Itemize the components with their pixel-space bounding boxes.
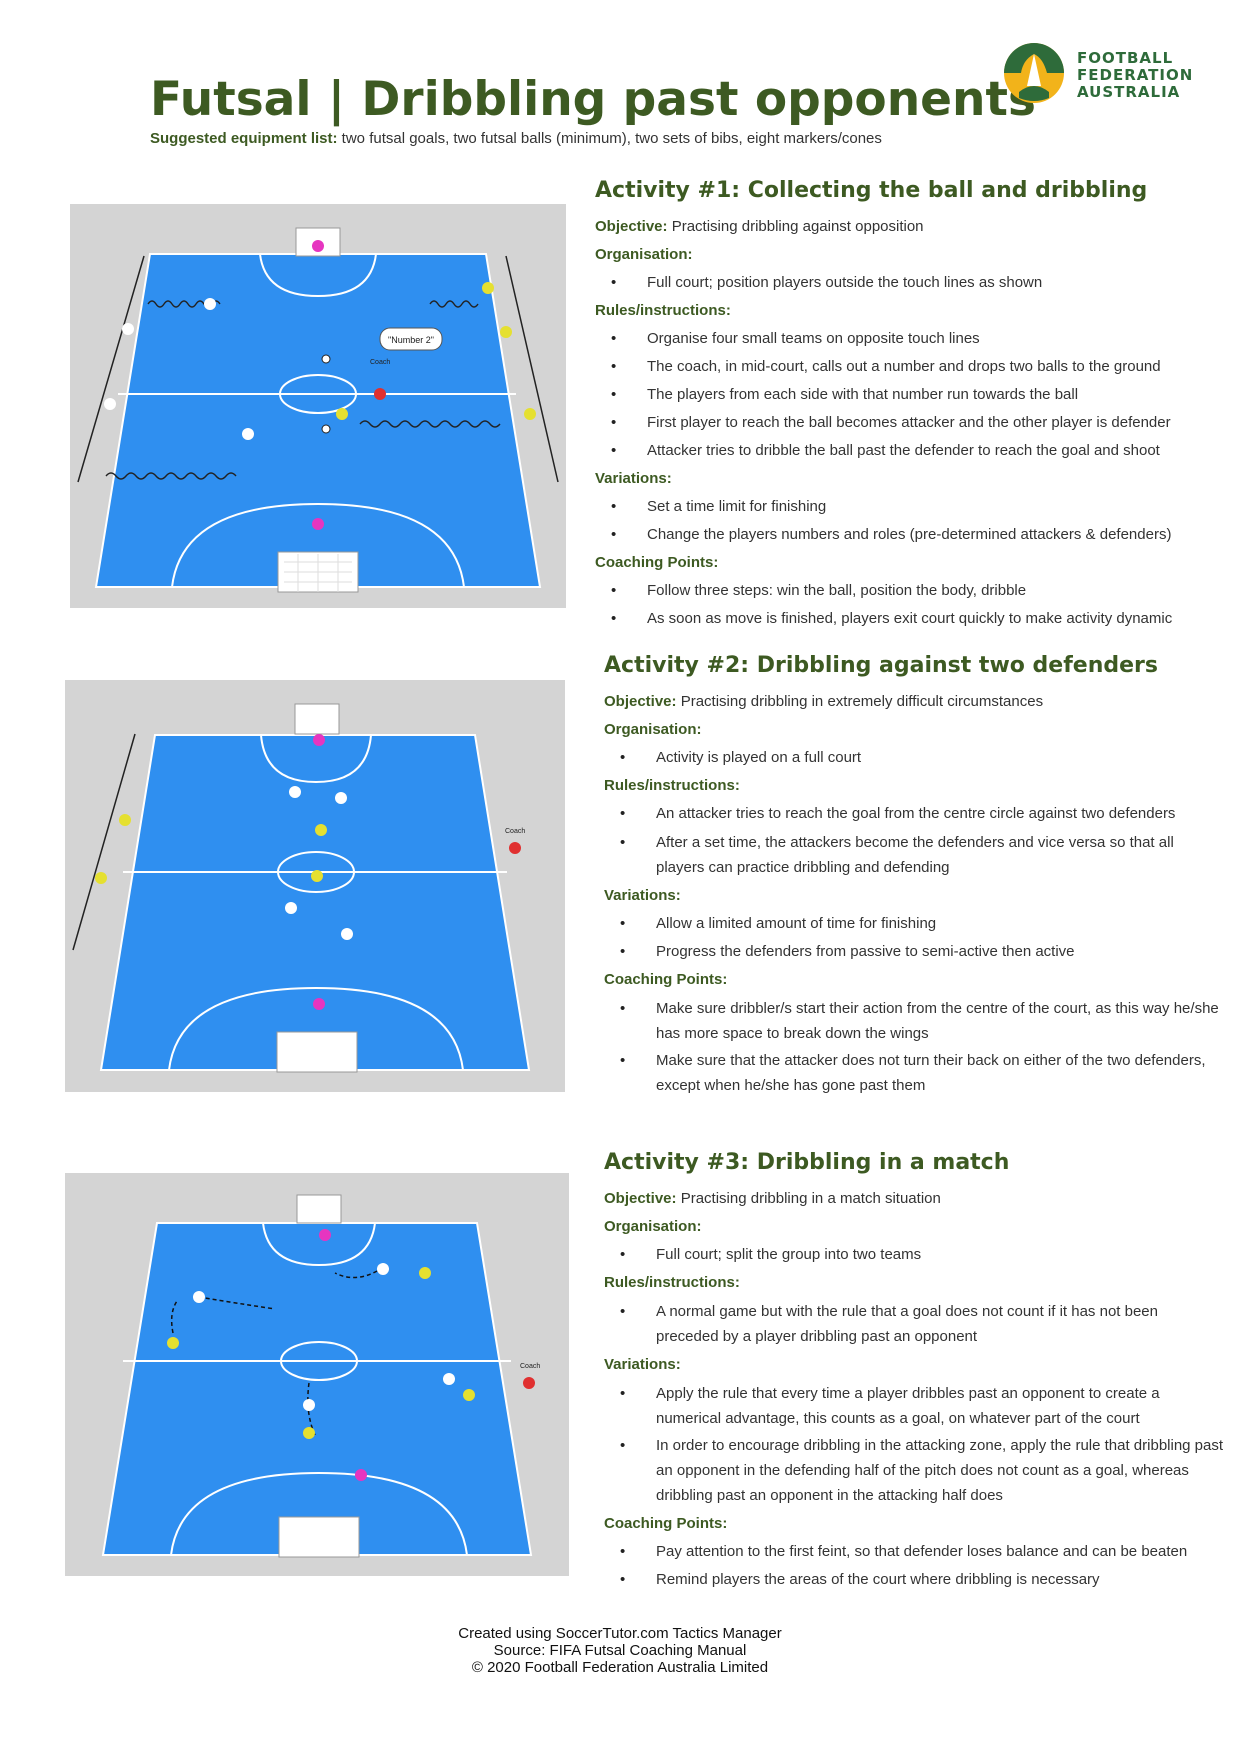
rules-label: Rules/instructions: bbox=[604, 1274, 740, 1291]
court bbox=[96, 254, 540, 587]
list-item: A normal game but with the rule that a g… bbox=[604, 1299, 1224, 1349]
list-item: Allow a limited amount of time for finis… bbox=[604, 910, 1219, 938]
organisation-label: Organisation: bbox=[604, 1218, 702, 1235]
list-item: First player to reach the ball becomes a… bbox=[595, 409, 1235, 437]
equipment-label: Suggested equipment list: bbox=[150, 130, 338, 147]
list-item: In order to encourage dribbling in the a… bbox=[604, 1433, 1224, 1508]
activity-3: Activity #3: Dribbling in a match Object… bbox=[604, 1149, 1224, 1594]
list-item: Progress the defenders from passive to s… bbox=[604, 938, 1219, 966]
list-item: Apply the rule that every time a player … bbox=[604, 1381, 1224, 1431]
footer: Created using SoccerTutor.com Tactics Ma… bbox=[0, 1625, 1240, 1676]
list-item: Organise four small teams on opposite to… bbox=[595, 325, 1235, 353]
list-item: After a set time, the attackers become t… bbox=[604, 830, 1219, 880]
coaching-label: Coaching Points: bbox=[604, 1515, 728, 1532]
logo-line-1: FOOTBALL bbox=[1077, 49, 1174, 67]
rules-label: Rules/instructions: bbox=[595, 302, 731, 319]
objective: Objective: Practising dribbling in a mat… bbox=[604, 1190, 941, 1207]
activity-2-title: Activity #2: Dribbling against two defen… bbox=[604, 653, 1158, 678]
list-item: An attacker tries to reach the goal from… bbox=[604, 800, 1219, 828]
equipment-list: Suggested equipment list: two futsal goa… bbox=[150, 130, 882, 147]
list-item: Full court; position players outside the… bbox=[595, 269, 1235, 297]
logo-line-2: FEDERATION bbox=[1077, 66, 1194, 84]
objective: Objective: Practising dribbling against … bbox=[595, 218, 924, 235]
list-item: Attacker tries to dribble the ball past … bbox=[595, 437, 1235, 465]
logo-wordmark: FOOTBALL FEDERATION AUSTRALIA bbox=[1077, 50, 1193, 101]
variations-label: Variations: bbox=[604, 1356, 681, 1373]
players bbox=[104, 240, 536, 530]
organisation-label: Organisation: bbox=[595, 246, 693, 263]
list-item: Pay attention to the first feint, so tha… bbox=[604, 1538, 1224, 1566]
organisation-label: Organisation: bbox=[604, 721, 702, 738]
objective: Objective: Practising dribbling in extre… bbox=[604, 693, 1044, 710]
logo-line-3: AUSTRALIA bbox=[1077, 83, 1181, 101]
activity-2: Activity #2: Dribbling against two defen… bbox=[604, 652, 1219, 1100]
number2-bubble: "Number 2" bbox=[388, 335, 434, 345]
list-item: The coach, in mid-court, calls out a num… bbox=[595, 353, 1235, 381]
list-item: Make sure that the attacker does not tur… bbox=[604, 1048, 1219, 1098]
footer-line-3: © 2020 Football Federation Australia Lim… bbox=[471, 1659, 769, 1676]
list-item: Change the players numbers and roles (pr… bbox=[595, 521, 1235, 549]
activity-1-title: Activity #1: Collecting the ball and dri… bbox=[595, 178, 1148, 203]
coach-label: Coach bbox=[505, 828, 525, 835]
coach-label: Coach bbox=[520, 1363, 540, 1370]
activity-1-diagram: "Number 2" Coach bbox=[70, 204, 566, 608]
ffa-logo: FOOTBALL FEDERATION AUSTRALIA bbox=[1003, 42, 1233, 112]
list-item: Remind players the areas of the court wh… bbox=[604, 1566, 1224, 1594]
coaching-label: Coaching Points: bbox=[595, 554, 719, 571]
list-item: Follow three steps: win the ball, positi… bbox=[595, 577, 1235, 605]
list-item: Full court; split the group into two tea… bbox=[604, 1241, 1224, 1269]
activity-3-diagram: Coach bbox=[65, 1173, 569, 1576]
coaching-label: Coaching Points: bbox=[604, 971, 728, 988]
list-item: Activity is played on a full court bbox=[604, 744, 1219, 772]
activity-3-title: Activity #3: Dribbling in a match bbox=[604, 1150, 1010, 1175]
coach-label: Coach bbox=[370, 359, 390, 366]
activity-1: Activity #1: Collecting the ball and dri… bbox=[595, 177, 1235, 633]
list-item: Set a time limit for finishing bbox=[595, 493, 1235, 521]
rules-label: Rules/instructions: bbox=[604, 777, 740, 794]
page-title: Futsal | Dribbling past opponents bbox=[150, 72, 1036, 127]
footer-line-1: Created using SoccerTutor.com Tactics Ma… bbox=[458, 1625, 782, 1642]
list-item: Make sure dribbler/s start their action … bbox=[604, 996, 1219, 1046]
equipment-text: two futsal goals, two futsal balls (mini… bbox=[337, 130, 882, 147]
list-item: The players from each side with that num… bbox=[595, 381, 1235, 409]
activity-2-diagram: Coach bbox=[65, 680, 565, 1092]
footer-line-2: Source: FIFA Futsal Coaching Manual bbox=[493, 1642, 747, 1659]
ffa-emblem-icon bbox=[1004, 43, 1064, 103]
list-item: As soon as move is finished, players exi… bbox=[595, 605, 1235, 633]
variations-label: Variations: bbox=[604, 887, 681, 904]
variations-label: Variations: bbox=[595, 470, 672, 487]
